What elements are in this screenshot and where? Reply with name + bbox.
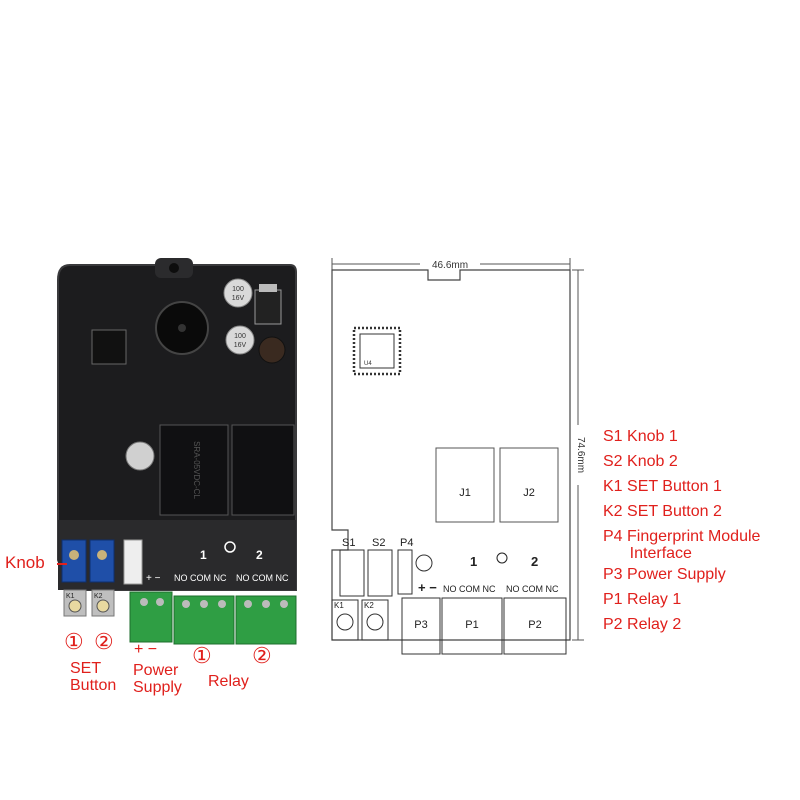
k2-button — [96, 599, 110, 613]
capacitor-1 — [223, 278, 253, 308]
power-icon-diagram — [496, 552, 508, 564]
cap1-bottom: 16V — [232, 295, 245, 302]
p4-outline — [397, 549, 413, 595]
cap1-top: 100 — [232, 286, 244, 293]
set-button-label: SET Button — [70, 660, 117, 694]
cap2-top: 100 — [234, 333, 246, 340]
relay1-marker: 1 — [200, 548, 207, 562]
legend-p1: P1 Relay 1 — [603, 591, 682, 608]
relay-label: Relay — [208, 673, 249, 690]
trimpot-1 — [61, 539, 87, 583]
relay-j2-label: J2 — [523, 487, 535, 499]
relay-j1-outline — [435, 447, 495, 523]
p2-outline — [503, 597, 567, 655]
k1-diagram-label: K1 — [334, 601, 344, 610]
k1-silk: K1 — [66, 593, 75, 600]
p1-label: P1 — [465, 619, 478, 631]
legend: S1 Knob 1 S2 Knob 2 K1 SET Button 1 K2 S… — [603, 428, 760, 634]
s1-label: S1 — [342, 537, 355, 549]
relay1-marker-diagram: 1 — [470, 554, 477, 569]
legend-s1: S1 Knob 1 — [603, 428, 678, 445]
mcu-chip — [91, 329, 127, 365]
height-dimension: 74.6mm — [575, 437, 586, 473]
relay2-number: ② — [252, 643, 272, 668]
board-outline — [331, 269, 571, 641]
legend-s2: S2 Knob 2 — [603, 453, 678, 470]
power-polarity-silk: + − — [146, 573, 161, 584]
power-polarity-label: + − — [134, 641, 158, 658]
legend-p2: P2 Relay 2 — [603, 616, 682, 633]
knob-arrow — [57, 563, 67, 565]
k2-outline — [361, 599, 389, 641]
legend-p4: P4 Fingerprint Module Interface — [603, 528, 761, 562]
button1-number: ① — [64, 629, 84, 654]
terminal-pins-diagram-1: NO COM NC — [443, 584, 496, 594]
knob-label: Knob — [5, 553, 45, 572]
cap2-bottom: 16V — [234, 342, 247, 349]
s2-outline — [367, 549, 393, 597]
polarity-mark: + − — [418, 580, 437, 595]
chip-label: U4 — [364, 361, 372, 367]
s1-outline — [339, 549, 365, 597]
relay-marking: SRA-05VDC-CL — [192, 441, 201, 499]
k2-diagram-label: K2 — [364, 601, 374, 610]
inductor — [258, 336, 286, 364]
chip-u4 — [352, 326, 402, 376]
relay1-number: ① — [192, 643, 212, 668]
trimpot-2 — [89, 539, 115, 583]
relay-1 — [159, 424, 229, 516]
relay2-marker: 2 — [256, 548, 263, 562]
button2-number: ② — [94, 629, 114, 654]
k2-silk: K2 — [94, 593, 103, 600]
terminal-pins-label-2: NO COM NC — [236, 573, 289, 583]
legend-p3: P3 Power Supply — [603, 566, 726, 583]
terminal-pins-label-1: NO COM NC — [174, 573, 227, 583]
p3-outline — [401, 597, 441, 655]
regulator — [254, 289, 282, 325]
relay-j2-outline — [499, 447, 559, 523]
p4-label: P4 — [400, 537, 413, 549]
power-terminal — [129, 591, 173, 643]
legend-k2: K2 SET Button 2 — [603, 503, 722, 520]
relay-2 — [231, 424, 295, 516]
dimension-drawing: 46.6mm 74.6mm U4 J1 J2 S1 S2 P4 + − 1 2 … — [331, 258, 586, 655]
p2-label: P2 — [528, 619, 541, 631]
power-icon — [224, 541, 236, 553]
transistor — [125, 441, 155, 471]
width-dimension: 46.6mm — [432, 260, 468, 271]
k1-button — [68, 599, 82, 613]
relay2-marker-diagram: 2 — [531, 554, 538, 569]
relay-j1-label: J1 — [459, 487, 471, 499]
legend-k1: K1 SET Button 1 — [603, 478, 722, 495]
terminal-pins-diagram-2: NO COM NC — [506, 584, 559, 594]
power-supply-label: Power Supply — [133, 662, 182, 696]
board-photo: 100 16V 100 16V SRA-05VDC-CL 1 2 NO COM … — [57, 258, 297, 645]
fingerprint-connector — [123, 539, 143, 585]
s2-label: S2 — [372, 537, 385, 549]
capacitor-2 — [225, 325, 255, 355]
p1-outline — [441, 597, 503, 655]
k1-outline — [331, 599, 359, 641]
p3-label: P3 — [414, 619, 427, 631]
